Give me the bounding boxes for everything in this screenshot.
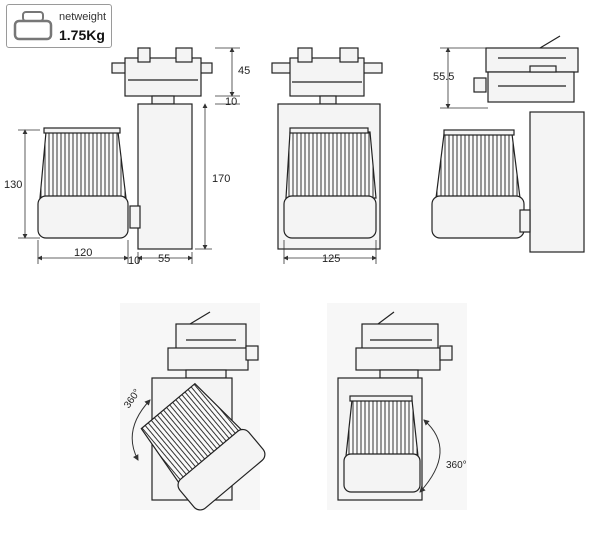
side-view-dimension-labels: 45 10 170 130 120 10 55 <box>4 65 250 267</box>
dim-head-width: 120 <box>74 247 92 259</box>
side-view-dimensioned <box>37 47 213 250</box>
tilt-rotation-label: 360° <box>122 387 143 410</box>
front-view-dimension <box>283 240 377 264</box>
tilt-rotation-view <box>140 311 266 511</box>
netweight-value: 1.75Kg <box>59 27 105 43</box>
tilt-rotation-arrow <box>131 399 151 461</box>
pan-rotation-view <box>337 311 453 501</box>
dim-head-height: 130 <box>4 179 22 191</box>
netweight-badge: netweight 1.75Kg <box>6 4 112 48</box>
pan-rotation-label: 360° <box>446 460 467 471</box>
dim-body-height: 170 <box>212 173 230 185</box>
netweight-label: netweight <box>59 11 107 23</box>
dim-front-width: 125 <box>322 253 340 265</box>
dim-adapter-side-height: 55.5 <box>433 71 454 83</box>
adapter-side-view <box>431 35 585 253</box>
dim-arm-thickness: 10 <box>128 255 140 267</box>
dim-adapter-height: 45 <box>238 65 250 77</box>
weight-icon <box>13 11 53 41</box>
pan-rotation-arrow <box>419 419 441 493</box>
dim-body-width: 55 <box>158 253 170 265</box>
dim-gap: 10 <box>225 96 237 108</box>
front-view <box>271 47 383 250</box>
adapter-dimension-lines <box>440 47 488 109</box>
side-view-dimension-lines <box>18 47 240 264</box>
